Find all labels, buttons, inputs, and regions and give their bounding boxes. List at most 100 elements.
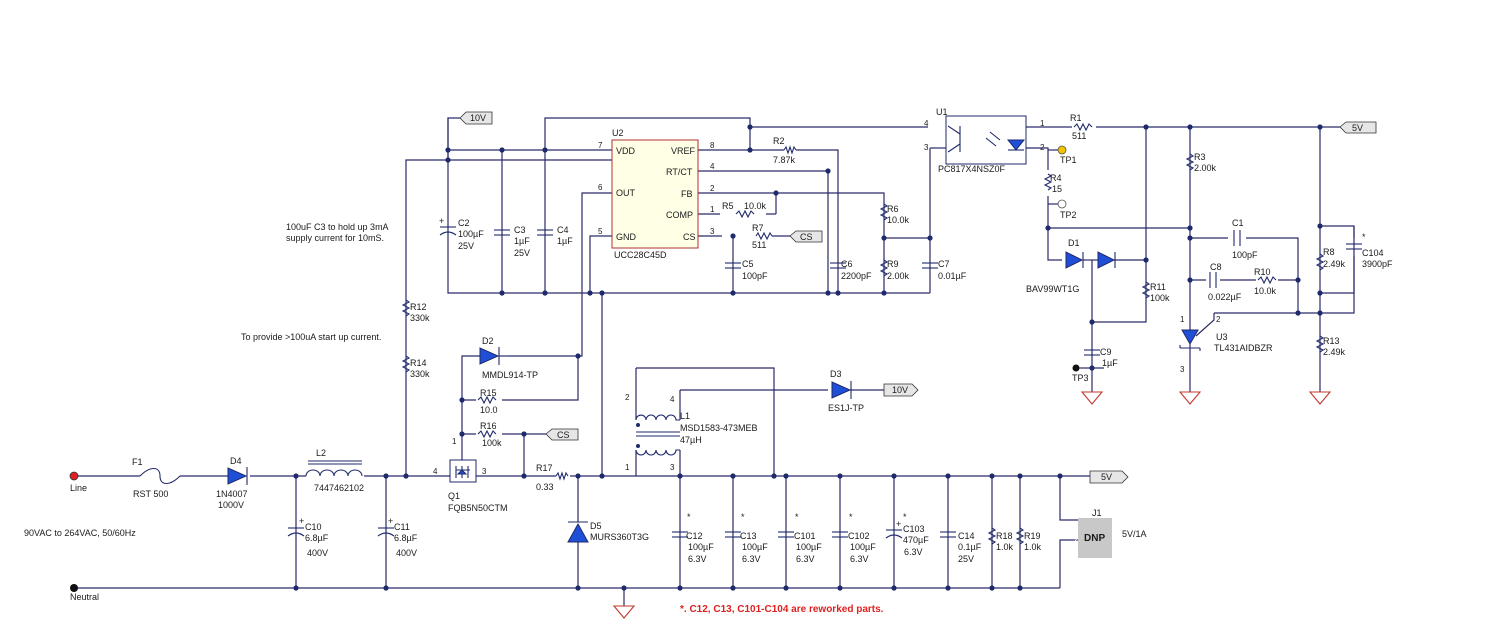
c14-ref: C14 xyxy=(958,531,975,541)
resistor-r2: R2 7.87k xyxy=(773,136,797,165)
u2-pinnum-fb: 2 xyxy=(710,184,715,193)
resistor-r4: R4 15 xyxy=(1043,173,1062,194)
c1-value: 100pF xyxy=(1232,250,1258,260)
c103-value: 470µF xyxy=(903,535,929,545)
net-flag-cs-u2: CS xyxy=(789,230,823,243)
u2-pin-fb: FB xyxy=(681,189,693,199)
c5-ref: C5 xyxy=(742,259,754,269)
r18-ref: R18 xyxy=(996,531,1013,541)
ic-u2: U2 UCC28C45D VDD OUT GND VREF RT/CT FB C… xyxy=(598,128,715,260)
net-flag-10v-out: 10V xyxy=(883,383,919,397)
ground-u3 xyxy=(1178,391,1202,405)
r5-value: 10.0k xyxy=(744,201,767,211)
c10-voltage: 400V xyxy=(307,548,328,558)
capacitor-c103: * + C103 470µF 6.3V xyxy=(885,512,929,557)
u2-pin-gnd: GND xyxy=(616,232,637,242)
ground-tp3 xyxy=(1080,391,1104,405)
u1-pin-2: 2 xyxy=(1040,143,1045,152)
c102-voltage: 6.3V xyxy=(850,554,869,564)
r11-value: 100k xyxy=(1150,293,1170,303)
capacitor-c5: C5 100pF xyxy=(725,259,768,281)
c7-value: 0.01µF xyxy=(938,271,967,281)
capacitor-c1: C1 100pF xyxy=(1232,218,1258,260)
c11-voltage: 400V xyxy=(396,548,417,558)
q1-part: FQB5N50CTM xyxy=(448,503,508,513)
c10-plus: + xyxy=(299,516,304,526)
capacitor-c7: C7 0.01µF xyxy=(922,259,967,281)
capacitor-c14: C14 0.1µF 25V xyxy=(940,531,982,564)
r1-value: 511 xyxy=(1072,131,1086,141)
q1-ref: Q1 xyxy=(448,491,460,501)
c101-value: 100µF xyxy=(796,542,822,552)
l1-part: MSD1583-473MEB xyxy=(680,423,758,433)
capacitor-c104: * C104 3900pF xyxy=(1346,232,1393,269)
d4-ref: D4 xyxy=(230,456,242,466)
r4-value: 15 xyxy=(1052,184,1062,194)
u2-pinnum-rtct: 4 xyxy=(710,162,715,171)
c9-ref: C9 xyxy=(1100,347,1112,357)
capacitor-c8: C8 0.022µF xyxy=(1208,262,1242,302)
capacitor-c10: + C10 6.8µF 400V xyxy=(287,516,329,558)
net-10v-top-label: 10V xyxy=(470,113,486,123)
r14-ref: R14 xyxy=(410,358,427,368)
d2-ref: D2 xyxy=(482,336,494,346)
c10-ref: C10 xyxy=(305,522,322,532)
c2-plus: + xyxy=(439,216,444,226)
r5-ref: R5 xyxy=(722,201,734,211)
resistor-r14: R14 330k xyxy=(401,355,430,379)
c12-ref: C12 xyxy=(686,531,703,541)
c103-voltage: 6.3V xyxy=(904,547,923,557)
c13-ref: C13 xyxy=(740,531,757,541)
resistor-r1: R1 511 xyxy=(1070,113,1093,141)
l1-pin-4: 4 xyxy=(670,395,675,404)
capacitor-c12: * C12 100µF 6.3V xyxy=(672,512,714,564)
r19-ref: R19 xyxy=(1024,531,1041,541)
r11-ref: R11 xyxy=(1150,282,1166,292)
resistor-r18: R18 1.0k xyxy=(987,527,1014,552)
r12-ref: R12 xyxy=(410,302,427,312)
testpoint-tp2: TP2 xyxy=(1048,199,1077,220)
f1-value: RST 500 xyxy=(133,489,168,499)
net-flag-10v-top: 10V xyxy=(459,111,493,125)
c4-value: 1µF xyxy=(557,236,573,246)
resistor-r10: R10 10.0k xyxy=(1254,267,1277,296)
u3-pin-2: 2 xyxy=(1216,315,1221,324)
c3-holdup-note-1: 100uF C3 to hold up 3mA xyxy=(286,222,389,232)
c2-value: 100µF xyxy=(458,229,484,239)
mosfet-q1: 1 4 3 Q1 FQB5N50CTM xyxy=(433,437,508,513)
fuse-f1: F1 RST 500 xyxy=(132,457,181,499)
u1-ref: U1 xyxy=(936,107,948,117)
neutral-terminal: Neutral xyxy=(70,584,99,602)
u1-pin-1: 1 xyxy=(1040,119,1045,128)
c7-ref: C7 xyxy=(938,259,950,269)
resistor-r16: R16 100k xyxy=(477,421,502,448)
startup-note: To provide >100uA start up current. xyxy=(241,332,381,342)
net-5v-top-label: 5V xyxy=(1352,123,1363,133)
c4-ref: C4 xyxy=(557,225,569,235)
l1-value: 47µH xyxy=(680,435,702,445)
line-terminal: Line xyxy=(69,471,87,493)
c11-value: 6.8µF xyxy=(394,533,418,543)
r3-ref: R3 xyxy=(1194,152,1206,162)
c2-ref: C2 xyxy=(458,218,470,228)
c3-holdup-note-2: supply current for 10mS. xyxy=(286,233,384,243)
ground-r13 xyxy=(1308,391,1332,405)
capacitor-c101: * C101 100µF 6.3V xyxy=(778,512,822,564)
r9-value: 2.00k xyxy=(887,271,910,281)
c5-value: 100pF xyxy=(742,271,768,281)
j1-part: DNP xyxy=(1084,533,1105,544)
optocoupler-u1: U1 PC817X4NSZ0F 4 3 1 2 xyxy=(924,107,1045,174)
r13-value: 2.49k xyxy=(1323,347,1346,357)
r18-value: 1.0k xyxy=(996,542,1014,552)
u2-pin-out: OUT xyxy=(616,188,636,198)
u3-ref: U3 xyxy=(1216,332,1228,342)
u1-pin-3: 3 xyxy=(924,143,929,152)
u2-pin-vdd: VDD xyxy=(616,146,636,156)
r19-value: 1.0k xyxy=(1024,542,1042,552)
d2-part: MMDL914-TP xyxy=(482,370,538,380)
r7-value: 511 xyxy=(752,240,766,250)
rework-note: *. C12, C13, C101-C104 are reworked part… xyxy=(680,604,884,615)
resistor-r7: R7 511 xyxy=(752,223,773,250)
tp1-label: TP1 xyxy=(1060,155,1077,165)
net-cs-q1-label: CS xyxy=(557,430,570,440)
